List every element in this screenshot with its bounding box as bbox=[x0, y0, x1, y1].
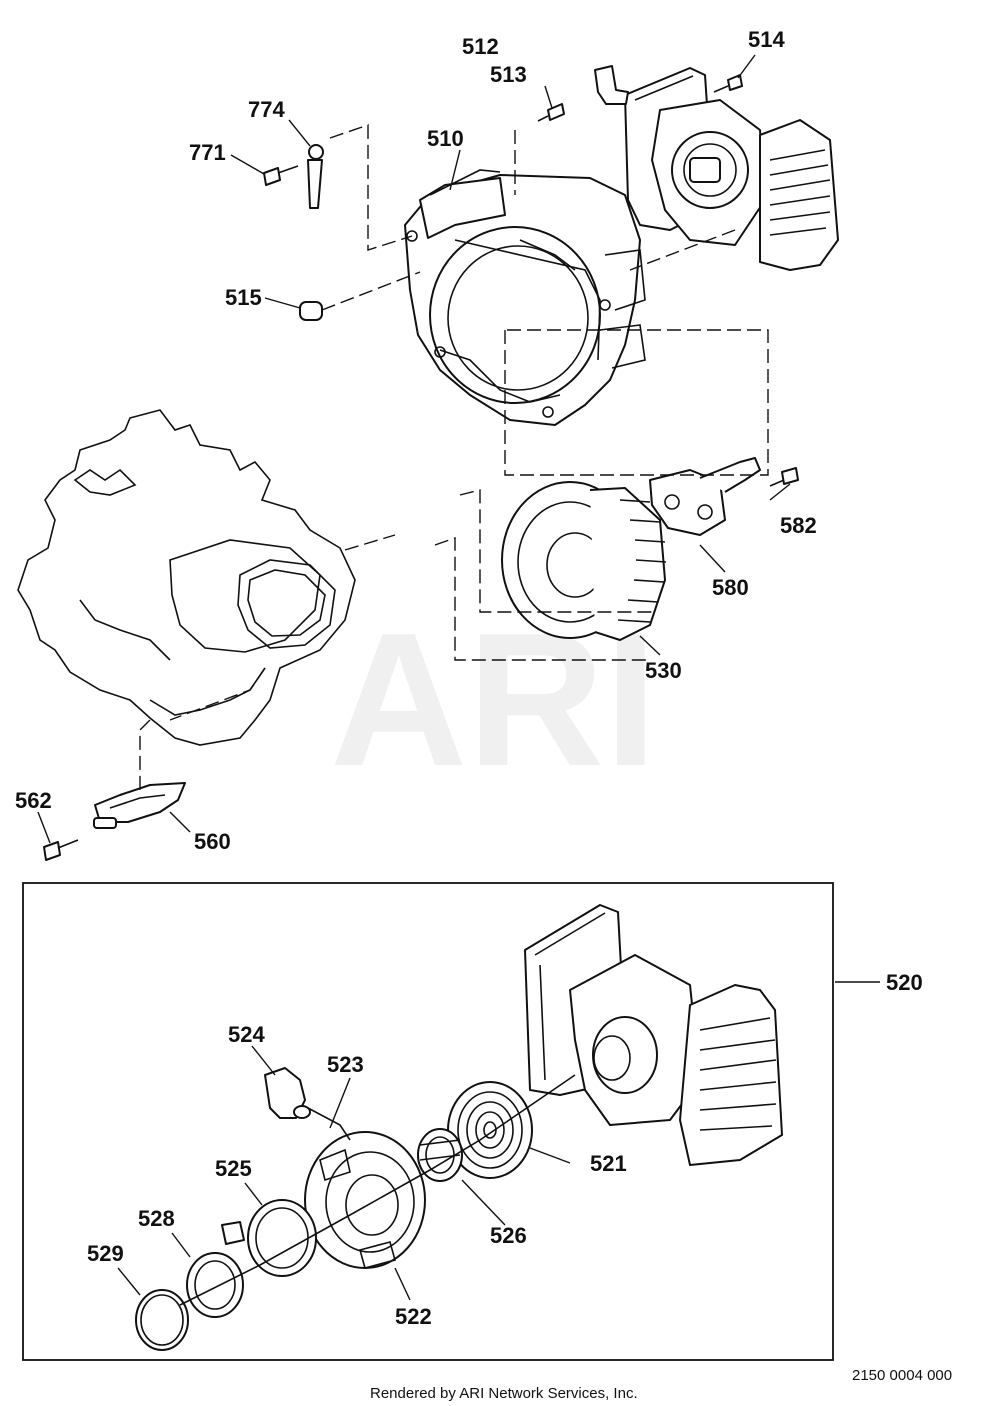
screw-771 bbox=[263, 165, 299, 186]
drawing-number: 2150 0004 000 bbox=[852, 1367, 952, 1384]
callout-514: 514 bbox=[748, 27, 785, 52]
assembly-lines-upper bbox=[139, 124, 769, 790]
callout-562: 562 bbox=[15, 788, 52, 813]
callout-510: 510 bbox=[427, 126, 464, 151]
retaining-ring-529 bbox=[135, 1289, 189, 1351]
callout-521: 521 bbox=[590, 1151, 627, 1176]
starter-housing-520 bbox=[524, 904, 783, 1166]
callout-774: 774 bbox=[248, 97, 285, 122]
flywheel-530 bbox=[501, 481, 667, 641]
screw-562 bbox=[43, 839, 79, 861]
pulley-522 bbox=[304, 1131, 426, 1269]
callout-512: 512 bbox=[462, 34, 499, 59]
callout-771: 771 bbox=[189, 140, 226, 165]
callout-560: 560 bbox=[194, 829, 231, 854]
callout-513: 513 bbox=[490, 62, 527, 87]
engine-outline bbox=[17, 409, 356, 746]
callout-530: 530 bbox=[645, 658, 682, 683]
callout-520: 520 bbox=[886, 970, 923, 995]
callout-528: 528 bbox=[138, 1206, 175, 1231]
recoil-spring-521 bbox=[447, 1081, 533, 1179]
callout-522: 522 bbox=[395, 1304, 432, 1329]
starter-handle-524 bbox=[264, 1067, 311, 1119]
screw-582 bbox=[769, 467, 799, 487]
starter-assembly-box bbox=[22, 882, 834, 1361]
callout-labels: 512 513 514 774 510 771 515 582 580 530 … bbox=[15, 27, 923, 1329]
screw-513 bbox=[537, 103, 565, 122]
callout-529: 529 bbox=[87, 1241, 124, 1266]
starter-assembly-top bbox=[594, 65, 839, 271]
cover-560 bbox=[93, 782, 186, 829]
rope-523 bbox=[307, 1107, 351, 1141]
ignition-module-580 bbox=[649, 457, 761, 536]
clip-774 bbox=[307, 144, 324, 209]
callout-524: 524 bbox=[228, 1022, 265, 1047]
credit-line: Rendered by ARI Network Services, Inc. bbox=[370, 1385, 638, 1402]
washer-528 bbox=[186, 1252, 244, 1318]
spacer-515 bbox=[299, 301, 323, 321]
callout-526: 526 bbox=[490, 1223, 527, 1248]
callout-580: 580 bbox=[712, 575, 749, 600]
callout-523: 523 bbox=[327, 1052, 364, 1077]
blower-housing-510 bbox=[404, 169, 646, 426]
ratchet-525 bbox=[221, 1199, 317, 1277]
screw-514 bbox=[713, 74, 743, 93]
leader-lines bbox=[37, 54, 880, 1301]
callout-525: 525 bbox=[215, 1156, 252, 1181]
callout-582: 582 bbox=[780, 513, 817, 538]
callout-515: 515 bbox=[225, 285, 262, 310]
starter-axis-line bbox=[179, 1074, 576, 1306]
